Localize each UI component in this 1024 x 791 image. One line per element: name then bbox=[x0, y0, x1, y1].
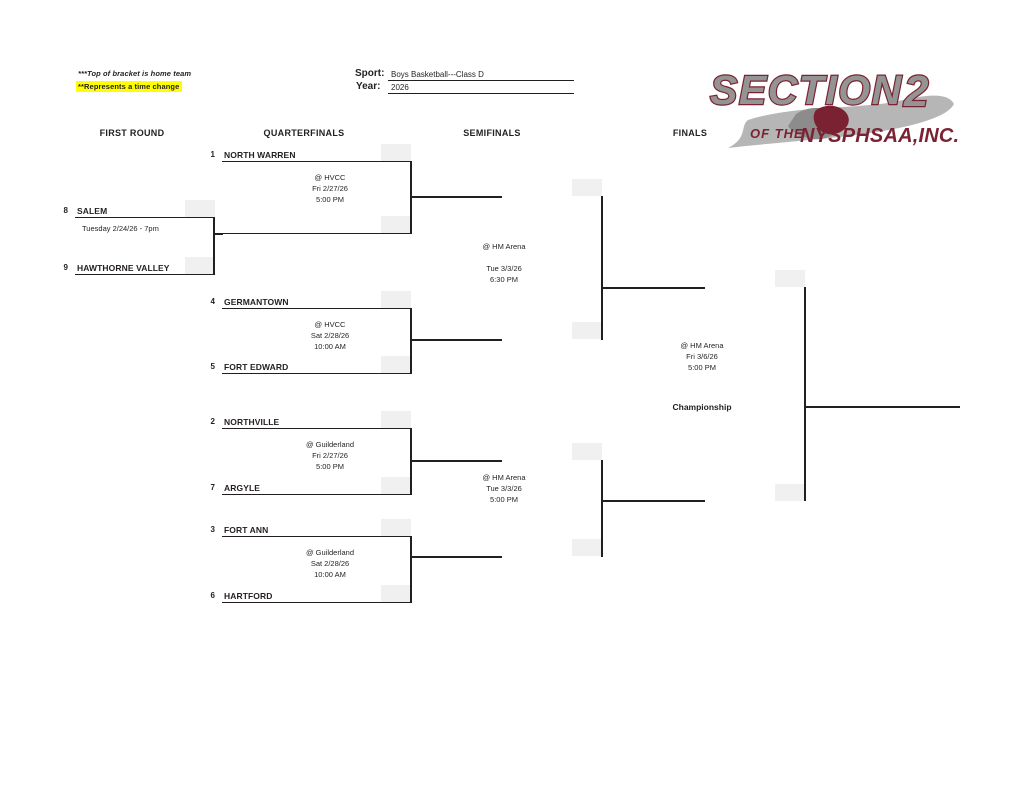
bracket-connector bbox=[601, 460, 603, 557]
team-name: NORTH WARREN bbox=[224, 150, 296, 160]
year-label: Year: bbox=[356, 81, 381, 92]
round-header-semifinals: SEMIFINALS bbox=[463, 128, 521, 138]
team-line bbox=[222, 161, 412, 163]
sport-label: Sport: bbox=[355, 68, 385, 79]
team-line bbox=[222, 536, 412, 538]
score-box[interactable] bbox=[572, 322, 602, 339]
round-header-first-round: FIRST ROUND bbox=[99, 128, 165, 138]
team-name: FORT ANN bbox=[224, 525, 269, 535]
advance-line bbox=[213, 233, 223, 235]
game-info: @ HM Arena Tue 3/3/26 5:00 PM bbox=[482, 473, 526, 504]
sport-value[interactable]: Boys Basketball---Class D bbox=[388, 69, 574, 81]
score-box[interactable] bbox=[185, 200, 215, 217]
round-header-finals: FINALS bbox=[672, 128, 708, 138]
game-info: @ Guilderland Sat 2/28/26 10:00 AM bbox=[305, 548, 355, 579]
score-box[interactable] bbox=[185, 257, 215, 274]
seed-number: 3 bbox=[210, 525, 215, 534]
team-line bbox=[222, 373, 412, 375]
team-name: GERMANTOWN bbox=[224, 297, 289, 307]
score-box[interactable] bbox=[381, 585, 411, 602]
score-box[interactable] bbox=[775, 270, 805, 287]
score-box[interactable] bbox=[381, 477, 411, 494]
score-box[interactable] bbox=[381, 291, 411, 308]
game-info: @ Guilderland Fri 2/27/26 5:00 PM bbox=[305, 440, 355, 471]
game-info: @ HM Arena Fri 3/6/26 5:00 PM bbox=[680, 341, 724, 372]
bracket-connector bbox=[410, 308, 412, 374]
score-box[interactable] bbox=[572, 179, 602, 196]
year-value[interactable]: 2026 bbox=[388, 82, 574, 94]
game-info: @ HVCC Sat 2/28/26 10:00 AM bbox=[310, 320, 350, 351]
bracket-connector bbox=[410, 536, 412, 603]
bracket-connector bbox=[601, 196, 603, 340]
team-line bbox=[222, 308, 412, 310]
home-team-note: ***Top of bracket is home team bbox=[78, 69, 192, 78]
advance-line bbox=[410, 460, 502, 462]
score-box[interactable] bbox=[381, 216, 411, 233]
score-box[interactable] bbox=[381, 356, 411, 373]
team-name: HAWTHORNE VALLEY bbox=[77, 263, 170, 273]
score-box[interactable] bbox=[572, 443, 602, 460]
round-header-quarterfinals: QUARTERFINALS bbox=[263, 128, 345, 138]
svg-text:NYSPHSAA,INC.: NYSPHSAA,INC. bbox=[800, 125, 958, 147]
seed-number: 5 bbox=[210, 362, 215, 371]
seed-number: 2 bbox=[210, 417, 215, 426]
svg-text:OF THE: OF THE bbox=[750, 126, 804, 141]
team-name: NORTHVILLE bbox=[224, 417, 280, 427]
advance-line bbox=[410, 339, 502, 341]
svg-text:SECTION: SECTION bbox=[710, 67, 903, 113]
team-name: SALEM bbox=[77, 206, 108, 216]
champion-line bbox=[804, 406, 960, 408]
svg-text:2: 2 bbox=[903, 67, 929, 116]
team-line bbox=[222, 494, 412, 496]
advance-line bbox=[410, 196, 502, 198]
score-box[interactable] bbox=[381, 411, 411, 428]
advance-line bbox=[410, 556, 502, 558]
score-box[interactable] bbox=[572, 539, 602, 556]
seed-number: 7 bbox=[210, 483, 215, 492]
team-name: HARTFORD bbox=[224, 591, 273, 601]
score-box[interactable] bbox=[775, 484, 805, 501]
time-change-note: **Represents a time change bbox=[76, 81, 183, 92]
section-2-logo-graphic: SECTION 2 OF THE NYSPHSAA,INC. bbox=[709, 66, 958, 148]
advance-line bbox=[601, 287, 705, 289]
bracket-connector bbox=[804, 287, 806, 501]
match-meta: Tuesday 2/24/26 - 7pm bbox=[82, 224, 159, 233]
score-box[interactable] bbox=[381, 519, 411, 536]
team-line bbox=[222, 428, 412, 430]
seed-number: 9 bbox=[63, 263, 68, 272]
team-line bbox=[222, 602, 412, 604]
bracket-connector bbox=[213, 217, 215, 275]
seed-number: 8 bbox=[63, 206, 68, 215]
team-name: FORT EDWARD bbox=[224, 362, 289, 372]
advance-line bbox=[601, 500, 705, 502]
seed-number: 6 bbox=[210, 591, 215, 600]
seed-number: 4 bbox=[210, 297, 215, 306]
team-name: ARGYLE bbox=[224, 483, 261, 493]
game-info: @ HVCC Fri 2/27/26 5:00 PM bbox=[312, 173, 348, 204]
section-2-logo: SECTION 2 OF THE NYSPHSAA,INC. bbox=[688, 52, 958, 162]
championship-label: Championship bbox=[672, 402, 732, 412]
team-line bbox=[75, 217, 215, 219]
team-line bbox=[222, 233, 412, 235]
seed-number: 1 bbox=[210, 150, 215, 159]
game-info: @ HM Arena Tue 3/3/26 6:30 PM bbox=[482, 242, 526, 284]
score-box[interactable] bbox=[381, 144, 411, 161]
team-line bbox=[75, 274, 215, 276]
